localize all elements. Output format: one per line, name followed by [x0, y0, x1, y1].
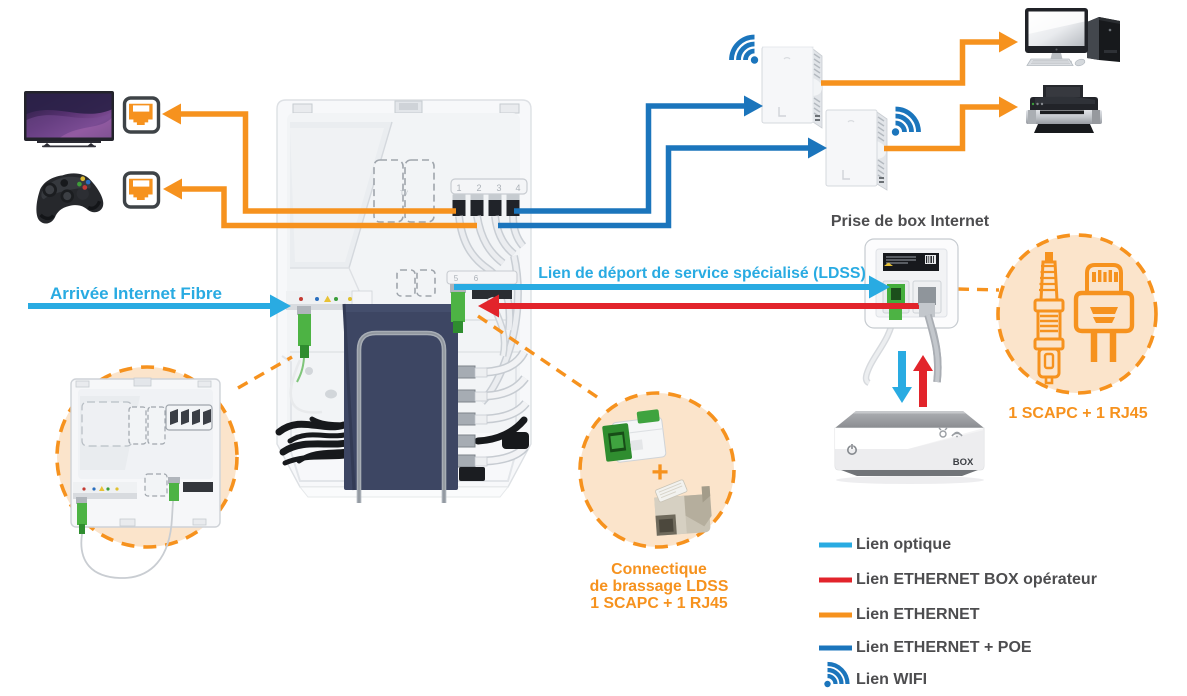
svg-text:BOX: BOX	[953, 457, 974, 468]
svg-text:Arrivée Internet Fibre: Arrivée Internet Fibre	[50, 284, 222, 303]
svg-text:TV: TV	[400, 191, 408, 197]
svg-text:Lien ETHERNET: Lien ETHERNET	[856, 606, 980, 623]
svg-text:1 SCAPC + 1 RJ45: 1 SCAPC + 1 RJ45	[1008, 405, 1147, 422]
svg-text:Lien optique: Lien optique	[856, 536, 951, 553]
svg-text:1: 1	[456, 183, 461, 193]
svg-text:1 SCAPC + 1 RJ45: 1 SCAPC + 1 RJ45	[590, 595, 728, 612]
svg-text:Lien WIFI: Lien WIFI	[856, 671, 927, 688]
svg-text:4: 4	[515, 183, 520, 193]
svg-text:Lien ETHERNET BOX opérateur: Lien ETHERNET BOX opérateur	[856, 571, 1097, 588]
svg-text:Prise de box Internet: Prise de box Internet	[831, 213, 990, 230]
svg-text:+: +	[651, 456, 669, 489]
svg-text:6: 6	[474, 274, 479, 283]
svg-text:Lien de déport de service spéc: Lien de déport de service spécialisé (LD…	[538, 265, 865, 282]
svg-text:3: 3	[496, 183, 501, 193]
svg-text:Lien ETHERNET + POE: Lien ETHERNET + POE	[856, 639, 1032, 656]
svg-text:2: 2	[476, 183, 481, 193]
svg-text:5: 5	[454, 274, 459, 283]
svg-text:de brassage LDSS: de brassage LDSS	[590, 578, 729, 595]
svg-text:Connectique: Connectique	[611, 561, 707, 578]
